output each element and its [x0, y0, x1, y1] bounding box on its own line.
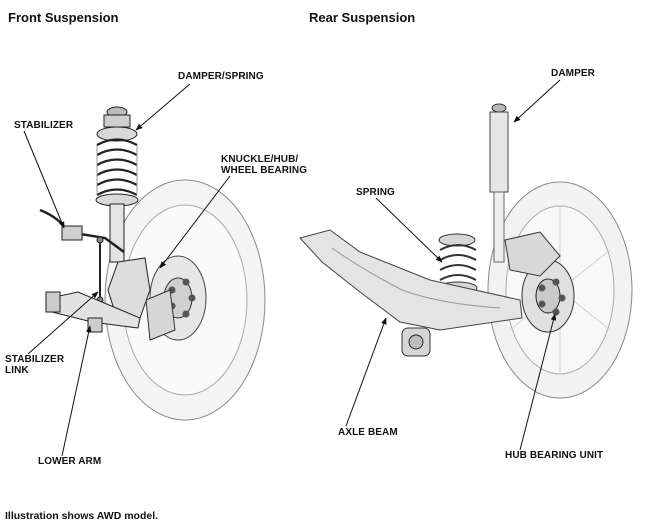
leader-damper-spring — [135, 83, 191, 131]
label-damper-spring: DAMPER/SPRING — [178, 71, 264, 82]
label-stabilizer: STABILIZER — [14, 120, 74, 131]
label-axle-beam: AXLE BEAM — [338, 427, 398, 438]
label-hub-bearing-unit: HUB BEARING UNIT — [505, 450, 604, 461]
leader-stabilizer — [23, 130, 65, 229]
front-strut-body — [109, 203, 125, 263]
rear-suspension-drawing — [299, 103, 633, 399]
rear-damper-body — [489, 111, 509, 193]
front-brake-caliper — [145, 289, 176, 341]
rear-suspension-heading: Rear Suspension — [309, 10, 416, 25]
label-spring: SPRING — [356, 187, 395, 198]
rear-coil-spring — [439, 244, 477, 281]
label-stabilizer-link-line1: STABILIZER — [5, 354, 65, 365]
leader-stabilizer-link — [27, 291, 99, 355]
leader-lines — [23, 79, 561, 457]
front-suspension-drawing — [39, 106, 266, 421]
front-suspension-heading: Front Suspension — [8, 10, 119, 25]
label-knuckle-line1: KNUCKLE/HUB/ — [221, 154, 299, 165]
leader-knuckle — [159, 175, 231, 269]
label-knuckle-line2: WHEEL BEARING — [221, 165, 308, 176]
front-coil-spring — [96, 138, 138, 196]
leader-lower-arm — [61, 325, 92, 457]
label-lower-arm: LOWER ARM — [38, 456, 102, 467]
label-stabilizer-link-line2: LINK — [5, 365, 29, 376]
leader-axle-beam — [345, 317, 387, 427]
label-damper: DAMPER — [551, 68, 595, 79]
leader-hub-bearing — [519, 313, 557, 451]
rear-damper-top — [491, 103, 507, 113]
leader-damper — [513, 79, 561, 123]
footnote: Illustration shows AWD model. — [5, 510, 159, 522]
leader-spring — [375, 197, 443, 263]
